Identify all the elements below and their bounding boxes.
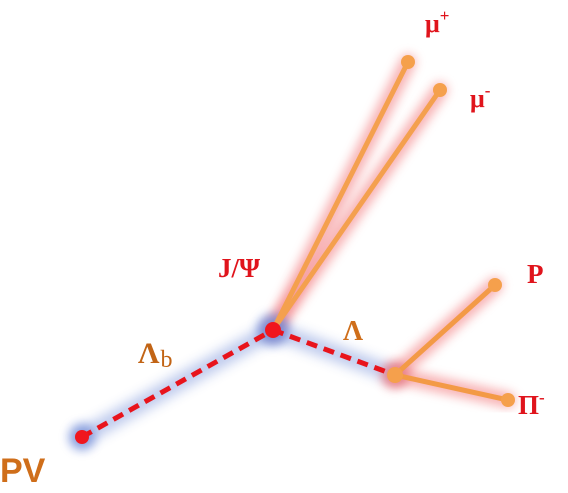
muon-minus-track (273, 90, 440, 330)
proton-endpoint-icon (488, 278, 502, 292)
lambda-b-label: Λb (138, 337, 173, 373)
label-layer: μ+ μ- J/Ψ P Π- Λ Λb PV (0, 6, 545, 490)
primary-vertex-icon (75, 430, 89, 444)
proton-label: P (527, 259, 544, 289)
mu-plus-label: μ+ (425, 6, 449, 38)
glow-layer (69, 62, 508, 450)
lambda-label: Λ (343, 316, 363, 347)
primary-vertex-label: PV (0, 452, 46, 490)
muon-plus-endpoint-icon (401, 55, 415, 69)
pion-endpoint-icon (501, 393, 515, 407)
pion-label: Π- (518, 388, 545, 420)
jpsi-decay-vertex-icon (265, 322, 281, 338)
mu-minus-label: μ- (470, 81, 491, 113)
muon-minus-endpoint-icon (433, 83, 447, 97)
lambda-decay-vertex-icon (387, 367, 403, 383)
pion-track (395, 375, 508, 400)
jpsi-label: J/Ψ (218, 253, 260, 283)
proton-track (395, 285, 495, 375)
muon-plus-track (273, 62, 408, 330)
